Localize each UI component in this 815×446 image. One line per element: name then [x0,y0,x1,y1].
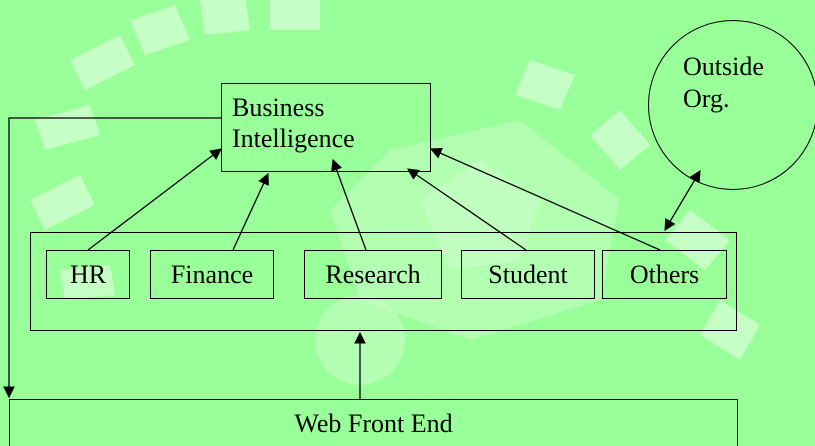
arrow-others-to-bi [429,147,661,251]
department-hr: HR [46,250,130,299]
bi-label-line1: Business [232,93,325,122]
arrow-finance-to-bi [232,172,269,251]
outside-org-line2: Org. [683,84,730,113]
arrow-research-to-bi [331,158,367,251]
department-others: Others [602,250,727,299]
department-student: Student [461,250,595,299]
arrow-student-to-bi [407,168,527,251]
departments-container [30,232,737,331]
outside-org-circle: Outside Org. [648,20,815,190]
arrow-hr-to-bi [87,148,222,251]
bi-label-line2: Intelligence [232,124,355,154]
web-front-end-box: Web Front End [9,399,738,446]
arrow-bi-to-web [3,117,221,399]
business-intelligence-box: Business Intelligence [221,83,431,172]
outside-org-line1: Outside [683,52,764,81]
department-research: Research [304,250,442,299]
department-finance: Finance [150,250,274,299]
web-front-end-label: Web Front End [294,409,453,438]
